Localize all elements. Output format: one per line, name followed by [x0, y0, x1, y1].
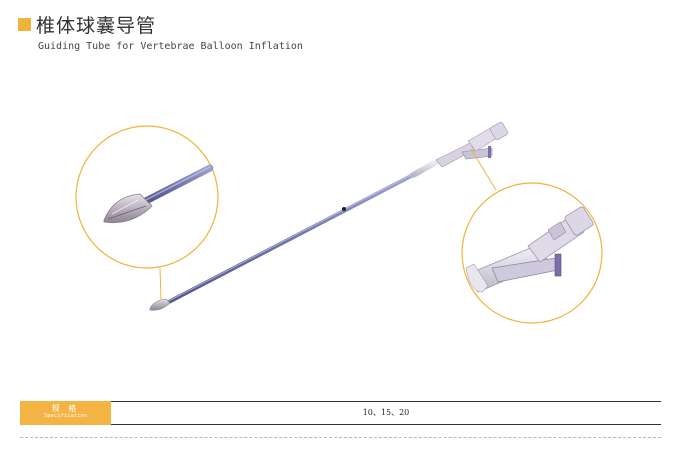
- page-subtitle: Guiding Tube for Vertebrae Balloon Infla…: [38, 41, 303, 52]
- product-illustration: [75, 121, 603, 324]
- callout-leader-left: [159, 267, 162, 301]
- callout-leader-right: [470, 148, 497, 191]
- spec-label-cell: 规 格 Specification: [20, 401, 111, 425]
- catheter-shaft: [159, 173, 415, 308]
- orange-square-icon: [18, 18, 31, 31]
- callout-circle-left: [75, 125, 219, 269]
- page-title: 椎体球囊导管: [36, 15, 157, 37]
- spec-rule-top: [111, 401, 661, 402]
- balloon-tip: [149, 298, 171, 311]
- spec-table-row: 规 格 Specification 10、15、20: [20, 401, 661, 425]
- spec-rule-bottom: [111, 424, 661, 425]
- dashed-divider: [20, 437, 661, 438]
- strain-relief: [410, 157, 443, 178]
- balloon-detail: [103, 193, 153, 224]
- shaft-marker: [342, 207, 346, 211]
- spec-value: 10、15、20: [362, 408, 410, 417]
- luer-hub-detail: [564, 206, 594, 236]
- catheter-main: [149, 121, 509, 311]
- callout-circle-right: [461, 182, 603, 324]
- spec-label-cn: 规 格: [51, 404, 80, 413]
- spec-label-en: Specification: [43, 413, 88, 419]
- y-connector: [435, 121, 509, 168]
- title-row: 椎体球囊导管: [18, 11, 156, 38]
